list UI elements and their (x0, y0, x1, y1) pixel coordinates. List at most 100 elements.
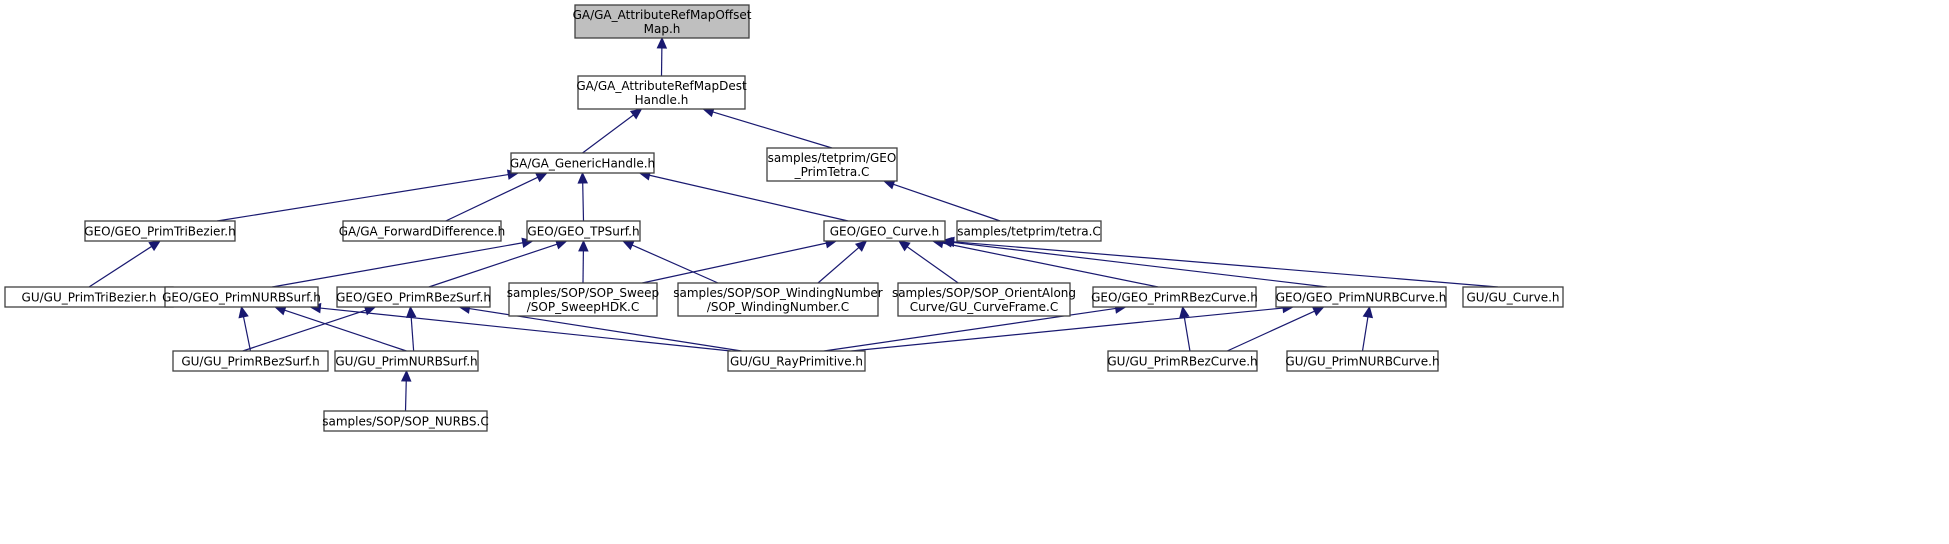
node-box[interactable] (84, 220, 236, 242)
graph-node[interactable]: GU/GU_PrimRBezSurf.h (172, 350, 329, 372)
edge-n12-to-n6 (578, 239, 589, 284)
edge-n23-to-n19 (400, 369, 412, 412)
graph-node[interactable]: GA/GA_ForwardDifference.h (339, 220, 506, 242)
node-box[interactable] (897, 282, 1071, 317)
graph-node[interactable]: samples/tetprim/tetra.C (956, 220, 1102, 242)
node-box[interactable] (342, 220, 502, 242)
node-label: GU/GU_Curve.h (1466, 291, 1559, 305)
edge-n17-to-n7 (942, 236, 1499, 288)
node-box[interactable] (1462, 286, 1564, 308)
edge-line (582, 114, 634, 154)
graph-node[interactable]: GEO/GEO_PrimRBezCurve.h (1091, 286, 1258, 308)
graph-node[interactable]: GU/GU_PrimTriBezier.h (4, 286, 174, 308)
graph-node[interactable]: GU/GU_PrimNURBSurf.h (334, 350, 479, 372)
edge-line (404, 380, 407, 412)
node-label: GA/GA_ForwardDifference.h (339, 225, 506, 239)
node-box[interactable] (766, 147, 898, 182)
node-box[interactable] (956, 220, 1102, 242)
edge-n6-to-n2 (577, 171, 588, 222)
node-label: /SOP_WindingNumber.C (707, 300, 849, 314)
arrowhead-icon (621, 240, 635, 251)
node-box (574, 4, 750, 39)
edge-line (851, 307, 1284, 352)
edge-n13-to-n7 (817, 240, 868, 284)
node-box[interactable] (172, 350, 329, 372)
edge-n21-to-n16 (1226, 306, 1325, 352)
graph-node[interactable]: GEO/GEO_TPSurf.h (526, 220, 641, 242)
edge-n5-to-n2 (445, 172, 548, 222)
edge-n8-to-n3 (882, 179, 1001, 222)
node-box[interactable] (823, 220, 946, 242)
edge-line (242, 316, 252, 352)
arrowhead-icon (854, 240, 868, 252)
node-box[interactable] (526, 220, 641, 242)
graph-node[interactable]: samples/SOP/SOP_Sweep/SOP_SweepHDK.C (507, 282, 659, 317)
graph-node[interactable]: GEO/GEO_Curve.h (823, 220, 946, 242)
node-box[interactable] (508, 282, 658, 317)
graph-node[interactable]: GEO/GEO_PrimNURBCurve.h (1275, 286, 1447, 308)
graph-node[interactable]: GEO/GEO_PrimNURBSurf.h (162, 286, 321, 308)
graph-node[interactable]: GA/GA_GenericHandle.h (510, 152, 655, 174)
edge-n12-to-n7 (642, 238, 838, 284)
node-box[interactable] (1092, 286, 1257, 308)
node-label: GEO/GEO_PrimTriBezier.h (84, 225, 235, 239)
edge-line (320, 307, 731, 352)
arrowhead-icon (578, 239, 589, 252)
node-box[interactable] (727, 350, 866, 372)
edge-n14-to-n7 (898, 240, 959, 284)
graph-node[interactable]: GU/GU_PrimRBezCurve.h (1107, 350, 1258, 372)
edge-n4-to-n2 (216, 169, 520, 222)
arrowhead-icon (405, 305, 417, 318)
graph-node[interactable]: GU/GU_PrimNURBCurve.h (1285, 350, 1440, 372)
arrowhead-icon (629, 108, 643, 120)
node-label: Map.h (644, 22, 681, 36)
node-label: GU/GU_PrimNURBSurf.h (335, 355, 477, 369)
graph-node[interactable]: GEO/GEO_PrimRBezSurf.h (336, 286, 491, 308)
graph-node[interactable]: samples/SOP/SOP_OrientAlongCurve/GU_Curv… (892, 282, 1076, 317)
node-label: GEO/GEO_Curve.h (830, 225, 940, 239)
node-box[interactable] (510, 152, 655, 174)
node-box[interactable] (1107, 350, 1258, 372)
arrowhead-icon (577, 171, 588, 184)
node-label: GA/GA_GenericHandle.h (510, 157, 655, 171)
node-box[interactable] (1286, 350, 1439, 372)
arrowhead-icon (238, 305, 249, 319)
edge-line (642, 242, 827, 284)
edge-line (893, 183, 1001, 222)
arrowhead-icon (898, 240, 911, 252)
edge-line (445, 176, 538, 222)
graph-node[interactable]: GU/GU_Curve.h (1462, 286, 1564, 308)
arrowhead-icon (535, 172, 548, 183)
graph-node[interactable]: samples/SOP/SOP_WindingNumber/SOP_Windin… (673, 282, 883, 317)
node-box[interactable] (323, 410, 488, 432)
graph-node[interactable]: samples/SOP/SOP_NURBS.C (322, 410, 489, 432)
graph-node[interactable]: GEO/GEO_PrimTriBezier.h (84, 220, 236, 242)
node-label: GU/GU_PrimRBezSurf.h (181, 355, 319, 369)
edge-n9-to-n4 (88, 240, 162, 288)
node-box[interactable] (336, 286, 491, 308)
arrowhead-icon (1311, 306, 1325, 317)
node-box[interactable] (1275, 286, 1447, 308)
edge-line (712, 111, 833, 149)
edge-line (631, 244, 719, 284)
edge-n19-to-n10 (274, 305, 407, 352)
arrowhead-icon (1179, 305, 1190, 319)
node-box[interactable] (164, 286, 319, 308)
node-label: _PrimTetra.C (794, 165, 870, 179)
node-box[interactable] (334, 350, 479, 372)
node-box[interactable] (677, 282, 879, 317)
edge-line (242, 309, 366, 352)
graph-node[interactable]: GU/GU_RayPrimitive.h (727, 350, 866, 372)
edge-n10-to-n6 (271, 237, 534, 288)
nodes-layer: GA/GA_AttributeRefMapOffsetMap.hGA/GA_At… (4, 4, 1564, 432)
node-label: /SOP_SweepHDK.C (527, 300, 639, 314)
node-label: GEO/GEO_PrimNURBCurve.h (1276, 291, 1447, 305)
graph-node[interactable]: samples/tetprim/GEO_PrimTetra.C (766, 147, 898, 182)
edge-line (1361, 316, 1369, 352)
edge-line (88, 245, 152, 288)
edge-n19-to-n11 (405, 305, 417, 352)
node-box[interactable] (577, 75, 746, 110)
node-label: GU/GU_PrimRBezCurve.h (1107, 355, 1257, 369)
